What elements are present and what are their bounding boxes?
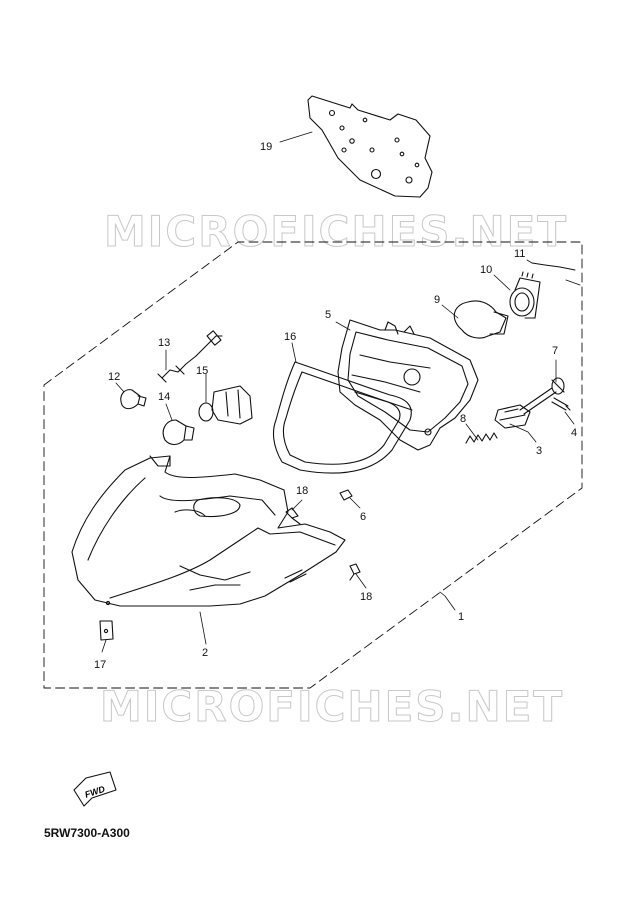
callout-13: 13 — [158, 337, 170, 349]
callout-17: 17 — [94, 659, 106, 671]
part-18-screw-upper — [285, 507, 301, 525]
fwd-arrow — [73, 771, 117, 807]
callout-12: 12 — [108, 371, 120, 383]
part-4-screw — [551, 397, 571, 411]
callout-8: 8 — [460, 413, 466, 425]
part-18-screw-lower — [349, 563, 361, 581]
callout-6: 6 — [360, 511, 366, 523]
part-12-bulb — [120, 389, 147, 410]
part-3-bracket — [494, 404, 531, 429]
part-10-socket — [509, 271, 541, 319]
callout-1: 1 — [458, 611, 464, 623]
callout-15: 15 — [196, 365, 208, 377]
part-16-rim — [272, 361, 412, 474]
callout-2: 2 — [202, 647, 208, 659]
part-15-socket — [198, 385, 253, 425]
callout-11: 11 — [514, 248, 525, 260]
callout-4: 4 — [571, 427, 577, 439]
callout-9: 9 — [434, 294, 440, 306]
part-2-headlight-cover — [71, 455, 346, 607]
part-7-adjust-screw — [519, 377, 565, 415]
part-13-socket-wire — [157, 330, 223, 383]
part-6-clip-nut — [339, 489, 353, 501]
part-5-headlight-unit — [337, 319, 479, 451]
callout-7: 7 — [552, 345, 558, 357]
assembly-boundary — [43, 241, 583, 689]
diagram-code: 5RW7300-A300 — [44, 826, 130, 840]
part-17-clip — [99, 620, 114, 641]
callout-3: 3 — [536, 445, 542, 457]
part-11-leader-bracket — [531, 262, 581, 286]
callout-16: 16 — [284, 331, 296, 343]
watermark-top: MICROFICHES.NET — [104, 207, 568, 257]
leader-lines — [101, 131, 575, 653]
callout-5: 5 — [325, 309, 331, 321]
part-8-spring — [465, 432, 498, 444]
part-19-mounting-plate — [307, 95, 433, 198]
part-9-bulb — [453, 300, 509, 339]
callout-14: 14 — [158, 391, 170, 403]
callout-18-lower: 18 — [360, 591, 372, 603]
callout-19: 19 — [260, 141, 272, 153]
callout-10: 10 — [480, 264, 492, 276]
watermark-bottom: MICROFICHES.NET — [100, 682, 564, 732]
part-14-bulb — [162, 419, 195, 446]
callout-18-upper: 18 — [296, 485, 308, 497]
